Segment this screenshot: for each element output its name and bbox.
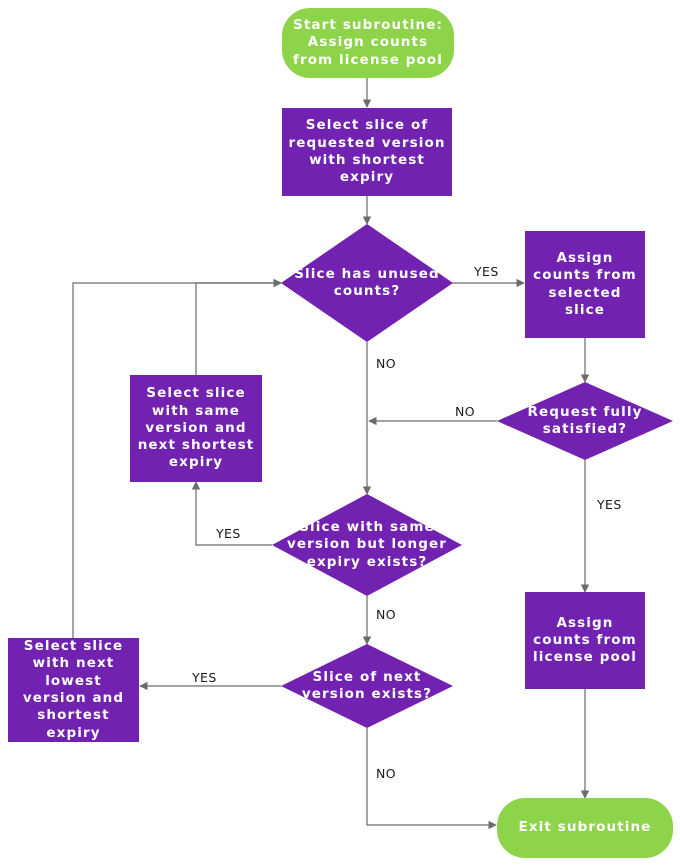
edge-select-same-to-has-unused — [195, 278, 282, 375]
node-exit-label: Exit subroutine — [518, 819, 652, 836]
node-assign-license-pool-label: Assign counts from license pool — [533, 614, 637, 666]
node-has-unused-label: Slice has unused counts? — [294, 265, 440, 299]
edge-label-yes-has-unused: YES — [474, 264, 499, 279]
node-select-first-label: Select slice of requested version with s… — [288, 117, 446, 186]
node-select-first[interactable]: Select slice of requested version with s… — [282, 108, 452, 196]
edge-label-yes-same-version-longer: YES — [216, 526, 241, 541]
node-request-satisfied[interactable]: Request fully satisfied? — [497, 382, 673, 460]
node-assign-selected-label: Assign counts from selected slice — [533, 249, 637, 318]
node-next-version-exists[interactable]: Slice of next version exists? — [281, 644, 453, 728]
node-same-version-longer[interactable]: Slice with same version but longer expir… — [272, 494, 462, 596]
node-assign-license-pool[interactable]: Assign counts from license pool — [525, 592, 645, 689]
node-next-version-exists-label: Slice of next version exists? — [301, 668, 433, 702]
node-has-unused[interactable]: Slice has unused counts? — [281, 224, 453, 342]
node-start[interactable]: Start subroutine: Assign counts from lic… — [282, 8, 454, 78]
edge-label-yes-next-version: YES — [192, 670, 217, 685]
node-select-next-version[interactable]: Select slice with next lowest version an… — [8, 638, 139, 742]
edge-label-no-same-version-longer: NO — [376, 607, 396, 622]
node-select-next-version-label: Select slice with next lowest version an… — [22, 638, 125, 741]
edge-label-yes-request-satisfied: YES — [597, 497, 622, 512]
edge-label-no-next-version: NO — [376, 766, 396, 781]
node-start-label: Start subroutine: Assign counts from lic… — [292, 17, 444, 68]
node-request-satisfied-label: Request fully satisfied? — [527, 403, 643, 437]
node-select-same-version-label: Select slice with same version and next … — [137, 385, 255, 471]
node-exit[interactable]: Exit subroutine — [497, 798, 673, 858]
node-select-same-version[interactable]: Select slice with same version and next … — [130, 375, 262, 482]
node-assign-selected[interactable]: Assign counts from selected slice — [525, 231, 645, 338]
edge-label-no-request-satisfied: NO — [455, 404, 475, 419]
node-same-version-longer-label: Slice with same version but longer expir… — [286, 519, 448, 570]
edge-label-no-has-unused: NO — [376, 356, 396, 371]
